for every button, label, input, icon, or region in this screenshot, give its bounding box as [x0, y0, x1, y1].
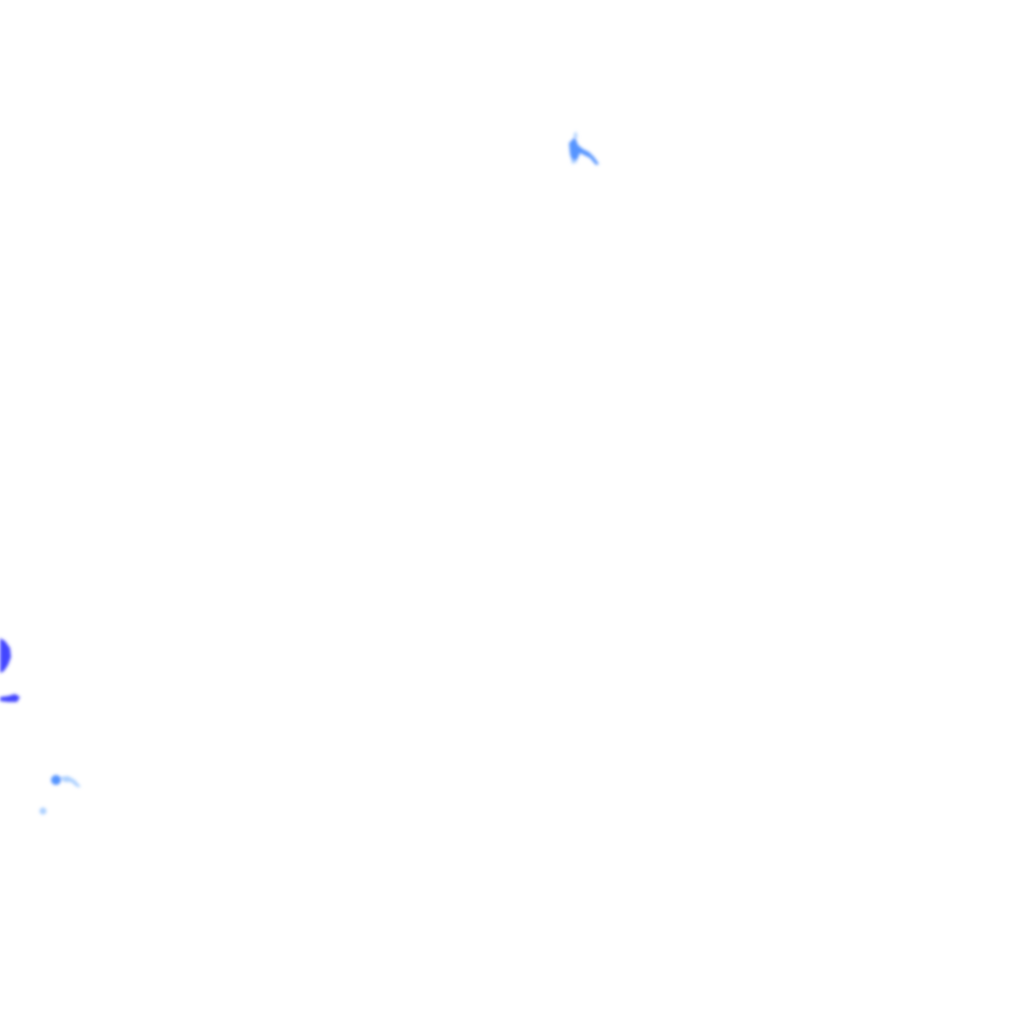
precip-echo-north — [569, 131, 599, 165]
precip-echo-west-tail — [0, 694, 20, 702]
precip-echo-west-core — [0, 638, 11, 673]
precip-echo-southwest — [51, 775, 81, 787]
precip-echo-southwest-dot — [39, 807, 47, 815]
